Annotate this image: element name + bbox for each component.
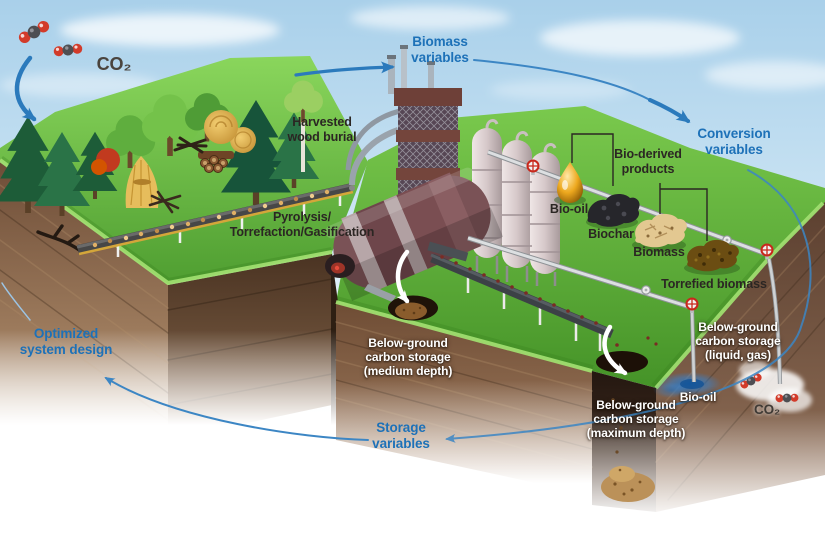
bio-derived-bracket-lines (571, 133, 708, 241)
biomass-label: Biomass (633, 245, 685, 259)
hay-bales (204, 110, 256, 153)
forest (0, 80, 323, 216)
co2-plume-underground (736, 361, 812, 412)
storage-liquid-gas-label: Below-ground carbon storage (liquid, gas… (695, 320, 781, 363)
clouds (0, 6, 825, 100)
co2-atmosphere-label: CO₂ (96, 54, 132, 74)
bio-oil-drop (557, 162, 583, 203)
branch-pile (36, 136, 208, 254)
valve-knob-icon (641, 285, 651, 295)
bio-derived-products-label: Bio-derived products (614, 147, 682, 176)
torrefied-pellets (440, 255, 658, 358)
storage-silos (472, 119, 560, 286)
plant-pipes-back (345, 107, 405, 186)
burial-arrow-icon (602, 324, 628, 376)
storage-pile-maximum-depth (601, 398, 655, 502)
cycle-arrow-to-conversion-variables (648, 98, 691, 123)
bio-oil-plume (653, 372, 722, 398)
conversion-variables-label: Conversion variables (697, 126, 771, 157)
storage-medium-depth-label: Below-ground carbon storage (medium dept… (363, 336, 453, 379)
conveyor-belt-output (427, 241, 658, 373)
medium-depth-hole (388, 295, 438, 321)
cycle-arrows (1, 55, 812, 443)
harvested-wood-burial-label: Harvested wood burial (287, 115, 357, 144)
soil-fade (0, 330, 825, 540)
bio-oil-underground-label: Bio-oil (679, 390, 717, 404)
torrefied-biomass-pile (687, 239, 739, 272)
birch-trunk (301, 108, 305, 172)
biomass-variables-label: Biomass variables (411, 34, 469, 65)
biomass-pile (635, 213, 687, 248)
plant-chimneys (387, 45, 435, 94)
biochar-label: Biochar (588, 227, 634, 241)
log-pile (198, 151, 234, 173)
rotary-kiln (325, 167, 504, 302)
bio-products (554, 162, 740, 275)
storage-variables-label: Storage variables (372, 420, 430, 451)
conveyor-belt-feed (76, 183, 355, 257)
biochar-pile (587, 194, 640, 227)
pyrolysis-label: Pyrolysis/ Torrefaction/Gasification (229, 210, 375, 239)
torrefied-biomass-label: Torrefied biomass (661, 277, 767, 291)
storage-pile-medium-depth (395, 302, 427, 320)
burial-arrow-icon (395, 249, 410, 304)
bio-oil-surface-label: Bio-oil (549, 202, 589, 216)
pyrolysis-plant (325, 45, 560, 302)
cycle-arrow-to-storage-variables (445, 169, 812, 443)
optimized-system-design-label: Optimized system design (19, 326, 113, 357)
cycle-curve-optimized-continues (1, 282, 31, 321)
cycle-curve-biomass-to-conversion (473, 59, 651, 101)
cycle-arrow-to-optimized-design (104, 376, 369, 441)
co2-underground-label: CO₂ (754, 402, 780, 417)
wheat-sheaf (125, 156, 159, 208)
wood-chips (92, 189, 330, 248)
storage-maximum-depth-label: Below-ground carbon storage (maximum dep… (586, 398, 686, 441)
burial-arrows (395, 249, 628, 376)
cycle-arrow-to-biomass-variables (294, 61, 395, 77)
cycle-arrow-co2-to-forest (14, 55, 37, 122)
